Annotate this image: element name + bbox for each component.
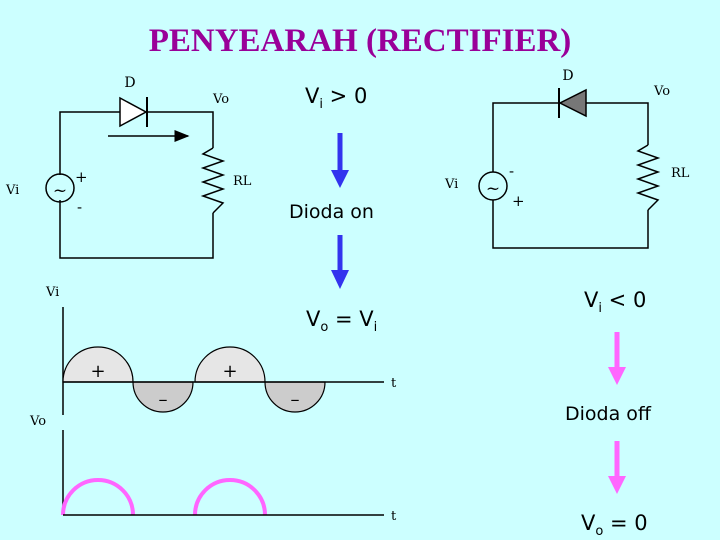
rectified-half-wave (193, 478, 267, 516)
load-label: RL (671, 166, 690, 181)
diode-label: D (124, 75, 135, 91)
minus-sign: - (77, 198, 82, 216)
forward-circuit: ~ D Vo RL Vi + - (5, 75, 252, 259)
forward-flow: Vi > 0 Dioda on Vo = Vi (289, 84, 377, 335)
minus-sign: - (509, 162, 514, 180)
output-label: Vo (653, 84, 670, 99)
diode-icon (558, 88, 587, 118)
circuit-wire (492, 102, 649, 249)
page-title: PENYEARAH (RECTIFIER) (149, 23, 572, 59)
state-text: Dioda off (565, 403, 652, 425)
input-waveform-graph: Vi + – + – t (45, 285, 397, 415)
graph-y-label: Vi (45, 285, 59, 300)
sign-label: – (159, 389, 168, 410)
reverse-flow: Vi < 0 Dioda off Vo = 0 (565, 288, 652, 539)
source-label: Vi (444, 177, 458, 192)
source-symbol: ~ (53, 181, 67, 201)
state-text: Dioda on (289, 201, 374, 223)
resistor-icon (635, 144, 661, 211)
resistor-icon (200, 147, 226, 214)
output-label: Vo (212, 92, 229, 107)
circuit-wire (59, 111, 214, 259)
result-text: Vo = Vi (306, 307, 377, 335)
graph-x-label: t (391, 509, 397, 524)
ac-source-icon (478, 171, 508, 201)
diode-icon (119, 96, 148, 128)
negative-half-cycle (264, 381, 326, 413)
plus-sign: + (75, 168, 88, 186)
sign-label: – (291, 389, 300, 410)
down-arrow-icon (331, 133, 349, 188)
down-arrow-icon (331, 235, 349, 289)
positive-half-cycle (194, 346, 266, 383)
source-symbol: ~ (486, 179, 500, 199)
negative-half-cycle (132, 381, 194, 413)
output-waveform-graph: Vo t (29, 414, 397, 524)
down-arrow-icon (608, 332, 626, 385)
graph-x-label: t (391, 376, 397, 391)
plus-sign: + (512, 192, 525, 210)
down-arrow-icon (608, 441, 626, 494)
graph-y-label: Vo (29, 414, 46, 429)
condition-text: Vi < 0 (584, 288, 646, 316)
sign-label: + (90, 361, 105, 382)
result-text: Vo = 0 (581, 511, 648, 539)
sign-label: + (222, 361, 237, 382)
condition-text: Vi > 0 (305, 84, 367, 112)
positive-half-cycle (62, 346, 134, 383)
rectified-half-wave (61, 478, 135, 516)
diode-label: D (562, 68, 573, 84)
ac-source-icon (45, 173, 75, 203)
reverse-circuit: ~ D Vo RL Vi - + (444, 68, 690, 249)
load-label: RL (233, 174, 252, 189)
source-label: Vi (5, 183, 19, 198)
